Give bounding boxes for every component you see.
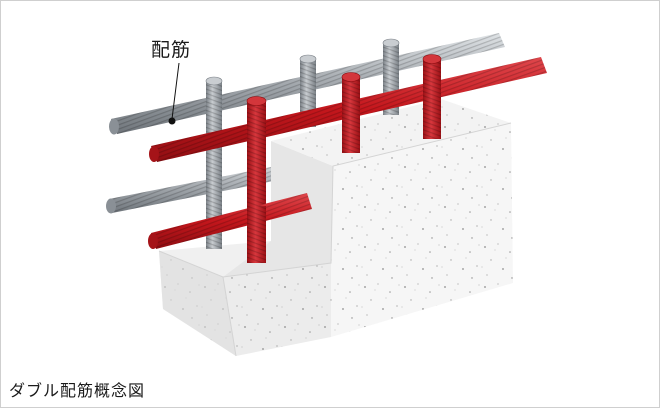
vertical-red-rebar-3 [422,54,442,139]
concrete-foundation [158,99,513,357]
rebar-leader [168,62,180,125]
vertical-red-rebar-1-front [247,206,266,263]
rebar-label: 配筋 [151,39,192,61]
vertical-gray-rebar-1 [205,76,223,249]
vertical-red-rebar-2 [341,72,361,153]
front-lower-red-rebar [148,193,312,249]
diagram-caption: ダブル配筋概念図 [9,381,146,400]
